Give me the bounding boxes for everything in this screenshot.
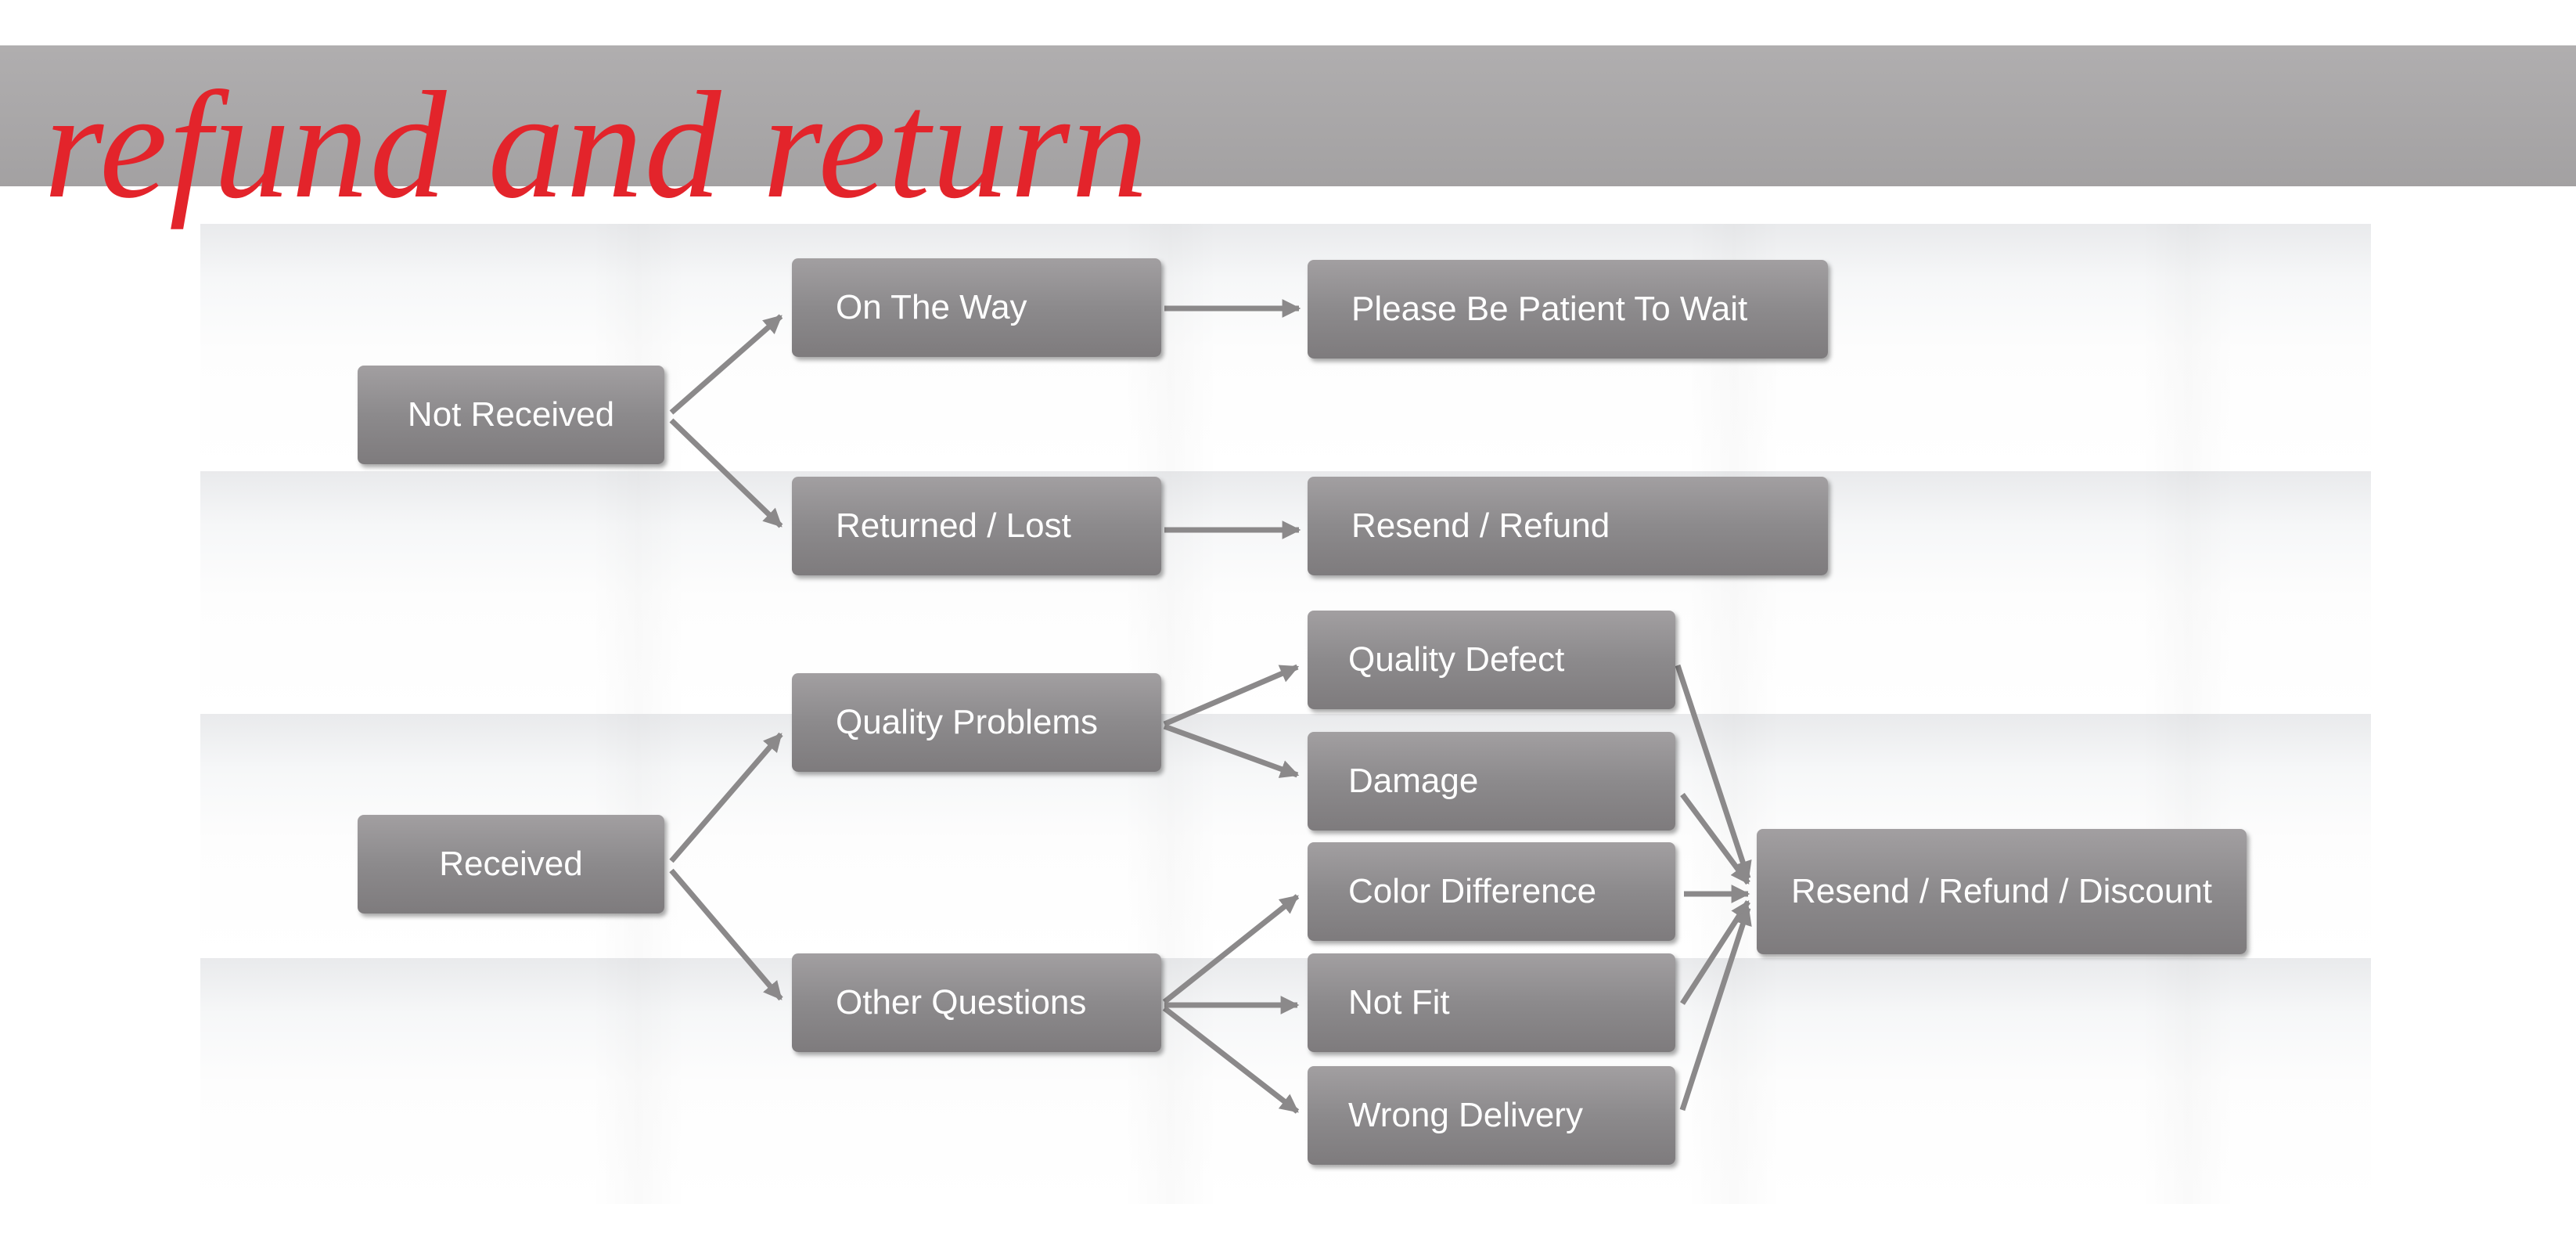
node-not-fit: Not Fit [1308, 953, 1675, 1052]
node-not-received: Not Received [358, 366, 664, 464]
node-quality-problems: Quality Problems [792, 673, 1161, 772]
edge-quality-problems-quality-defect [1163, 664, 1300, 727]
node-resend-refund: Resend / Refund [1308, 477, 1828, 575]
edge-quality-problems-damage [1163, 723, 1300, 778]
edge-received-quality-problems [669, 732, 783, 863]
node-damage: Damage [1308, 732, 1675, 831]
node-wrong-delivery: Wrong Delivery [1308, 1066, 1675, 1165]
node-resend-refund-discount: Resend / Refund / Discount [1757, 829, 2247, 954]
title-banner: refund and return [0, 45, 2576, 222]
edge-wrong-delivery-final [1679, 906, 1752, 1112]
node-returned-lost: Returned / Lost [792, 477, 1161, 575]
edge-quality-defect-final [1675, 664, 1752, 881]
edge-received-other-questions [669, 868, 783, 1001]
edge-damage-final [1680, 792, 1750, 885]
node-received: Received [358, 815, 664, 913]
node-quality-defect: Quality Defect [1308, 611, 1675, 709]
page-title: refund and return [44, 60, 1150, 230]
edge-other-questions-wrong-delivery [1162, 1006, 1300, 1114]
panel-fold [2141, 224, 2235, 1204]
edge-not-fit-final [1680, 900, 1750, 1005]
node-color-difference: Color Difference [1308, 842, 1675, 941]
edge-other-questions-color-difference [1162, 894, 1300, 1004]
edge-not-received-on-the-way [669, 314, 783, 415]
node-other-questions: Other Questions [792, 953, 1161, 1052]
node-please-wait: Please Be Patient To Wait [1308, 260, 1828, 359]
edge-not-received-returned-lost [669, 418, 783, 528]
node-on-the-way: On The Way [792, 258, 1161, 357]
